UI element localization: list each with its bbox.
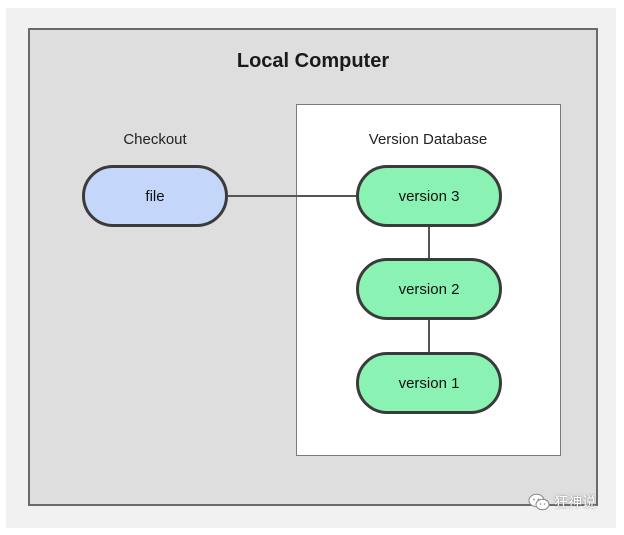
version-2-node: version 2 [356,258,502,320]
version-2-to-version-1-connector [428,320,430,352]
version-3-node: version 3 [356,165,502,227]
diagram-title: Local Computer [236,50,390,72]
version-1-node: version 1 [356,352,502,414]
watermark-text: 狂神说 [554,495,596,511]
watermark: 狂神说 [528,492,596,512]
wechat-icon [528,493,550,511]
version-3-to-version-2-connector [428,226,430,258]
file-node: file [82,165,228,227]
version-database-label: Version Database [368,131,488,148]
file-to-version-3-connector [228,195,358,197]
checkout-label: Checkout [123,131,187,148]
